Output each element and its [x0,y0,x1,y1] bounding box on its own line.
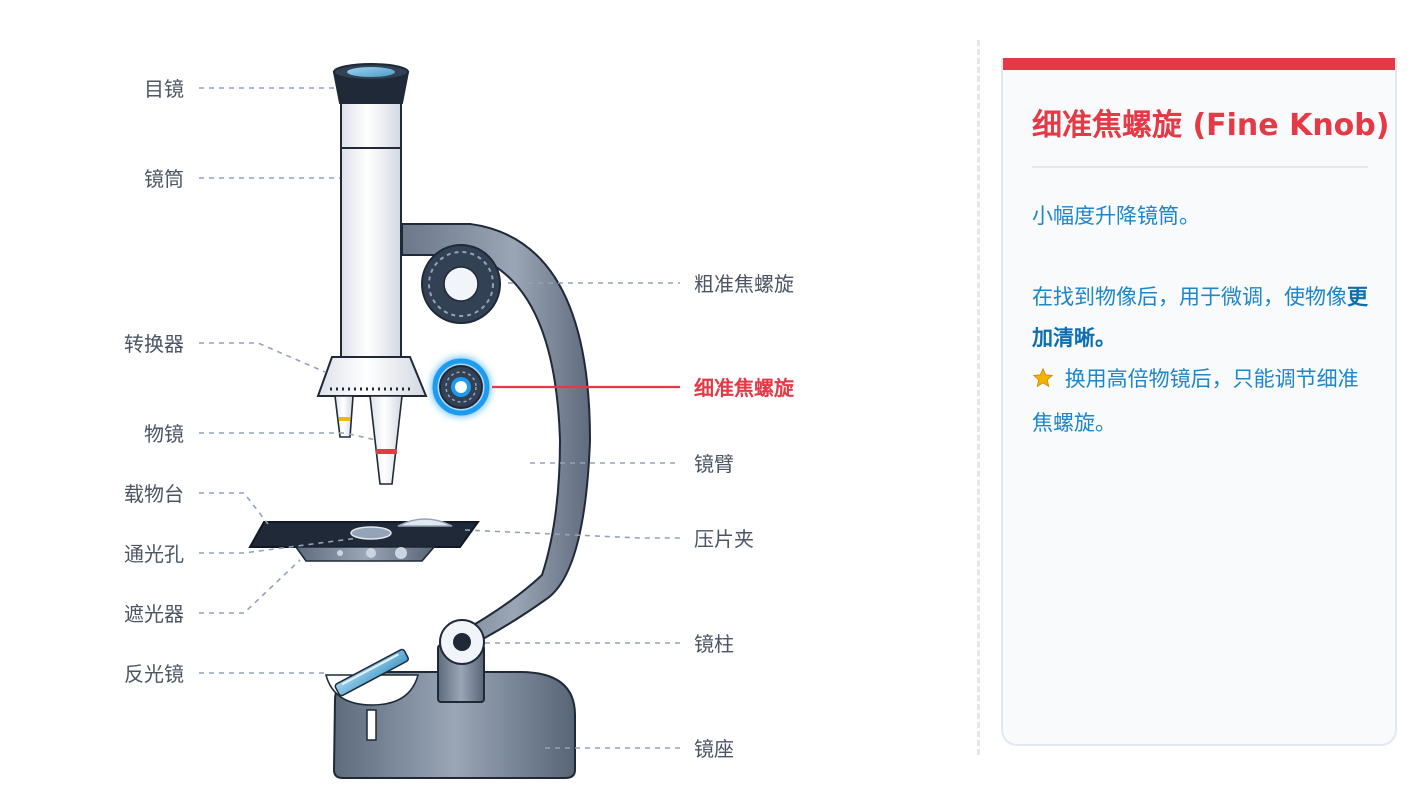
panel-body: 小幅度升降镜筒。 在找到物像后，用于微调，使物像更加清晰。 换用高倍物镜后，只能… [1032,196,1371,444]
panel-line-2: 在找到物像后，用于微调，使物像更加清晰。 [1032,277,1371,359]
panel-line-2a: 在找到物像后，用于微调，使物像 [1032,285,1347,309]
label-base[interactable]: 镜座 [694,737,734,761]
panel-line-3-text: 换用高倍物镜后，只能调节细准焦螺旋。 [1032,367,1359,435]
aperture-part[interactable] [350,526,392,540]
nosepiece-part[interactable] [316,356,428,397]
info-panel: 细准焦螺旋 (Fine Knob) 小幅度升降镜筒。 在找到物像后，用于微调，使… [1001,58,1397,746]
fine-knob-part[interactable] [432,358,490,416]
label-tube[interactable]: 镜筒 [144,167,184,191]
panel-emphasis-period: 。 [1095,326,1116,350]
panel-accent-bar [1003,58,1395,70]
coarse-knob-part[interactable] [421,244,501,324]
label-clip[interactable]: 压片夹 [694,527,754,551]
mirror-part[interactable] [325,648,419,706]
panel-divider [977,40,980,755]
label-nosepiece[interactable]: 转换器 [124,332,184,356]
panel-emphasis: 更加清晰 [1032,285,1368,350]
label-diaphragm[interactable]: 遮光器 [124,602,184,626]
label-coarse-knob[interactable]: 粗准焦螺旋 [694,272,794,296]
label-eyepiece[interactable]: 目镜 [144,77,184,101]
tube-part[interactable] [340,99,402,359]
label-objective[interactable]: 物镜 [144,422,184,446]
eyepiece-part[interactable] [332,63,410,104]
panel-divider-line [1032,166,1368,168]
label-fine-knob[interactable]: 细准焦螺旋 [694,376,795,400]
label-stage[interactable]: 载物台 [124,482,184,506]
panel-line-1: 小幅度升降镜筒。 [1032,204,1200,228]
label-mirror[interactable]: 反光镜 [124,662,184,686]
label-pillar[interactable]: 镜柱 [694,632,734,656]
clip-part[interactable] [397,518,453,527]
star-icon [1032,362,1058,403]
panel-line-3: 换用高倍物镜后，只能调节细准焦螺旋。 [1032,359,1371,444]
diaphragm-part[interactable] [294,546,436,562]
objective-part[interactable] [334,395,403,485]
panel-title: 细准焦螺旋 (Fine Knob) [1032,108,1390,143]
label-aperture[interactable]: 通光孔 [124,542,184,566]
label-arm[interactable]: 镜臂 [694,452,734,476]
